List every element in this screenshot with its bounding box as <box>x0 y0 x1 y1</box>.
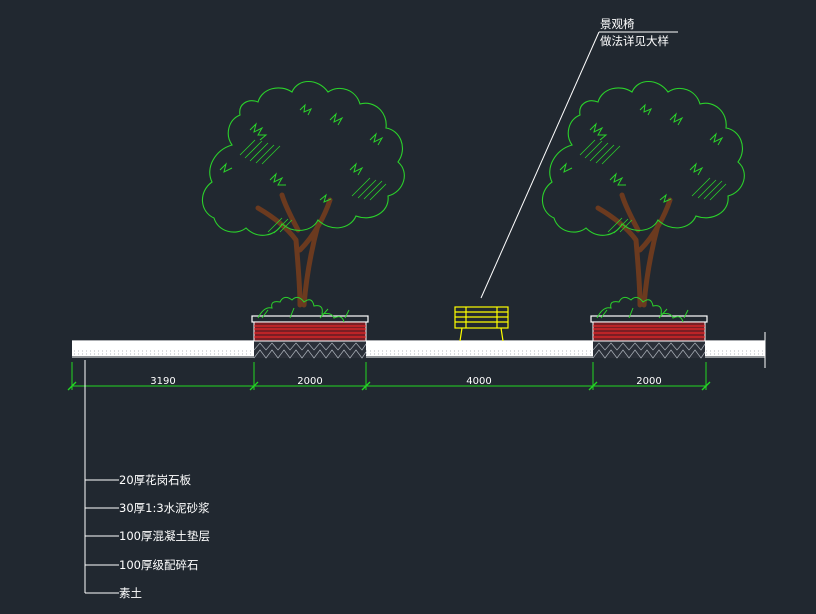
callout-note: 做法详见大样 <box>600 34 669 48</box>
planter-left <box>251 315 369 359</box>
layer-label: 素土 <box>119 586 142 600</box>
dimension-label: 2000 <box>636 376 661 387</box>
layer-callout: 20厚花岗石板 30厚1:3水泥砂浆 100厚混凝土垫层 100厚级配碎石 素土 <box>84 360 210 600</box>
callout-title: 景观椅 <box>600 17 635 31</box>
dimension-labels: 3190 2000 4000 2000 <box>150 376 661 387</box>
bench-callout: 景观椅 做法详见大样 <box>480 17 678 299</box>
dimension-line <box>67 362 711 391</box>
layer-label: 100厚级配碎石 <box>119 558 198 572</box>
bench-icon <box>454 306 509 342</box>
layer-label: 30厚1:3水泥砂浆 <box>119 501 210 515</box>
layer-label: 20厚花岗石板 <box>119 473 192 487</box>
layer-label: 100厚混凝土垫层 <box>119 529 210 543</box>
planter-right <box>590 315 708 359</box>
tree-left-icon <box>201 80 405 323</box>
tree-right-icon <box>541 80 745 323</box>
dimension-label: 3190 <box>150 376 175 387</box>
dimension-label: 2000 <box>297 376 322 387</box>
dimension-label: 4000 <box>466 376 491 387</box>
